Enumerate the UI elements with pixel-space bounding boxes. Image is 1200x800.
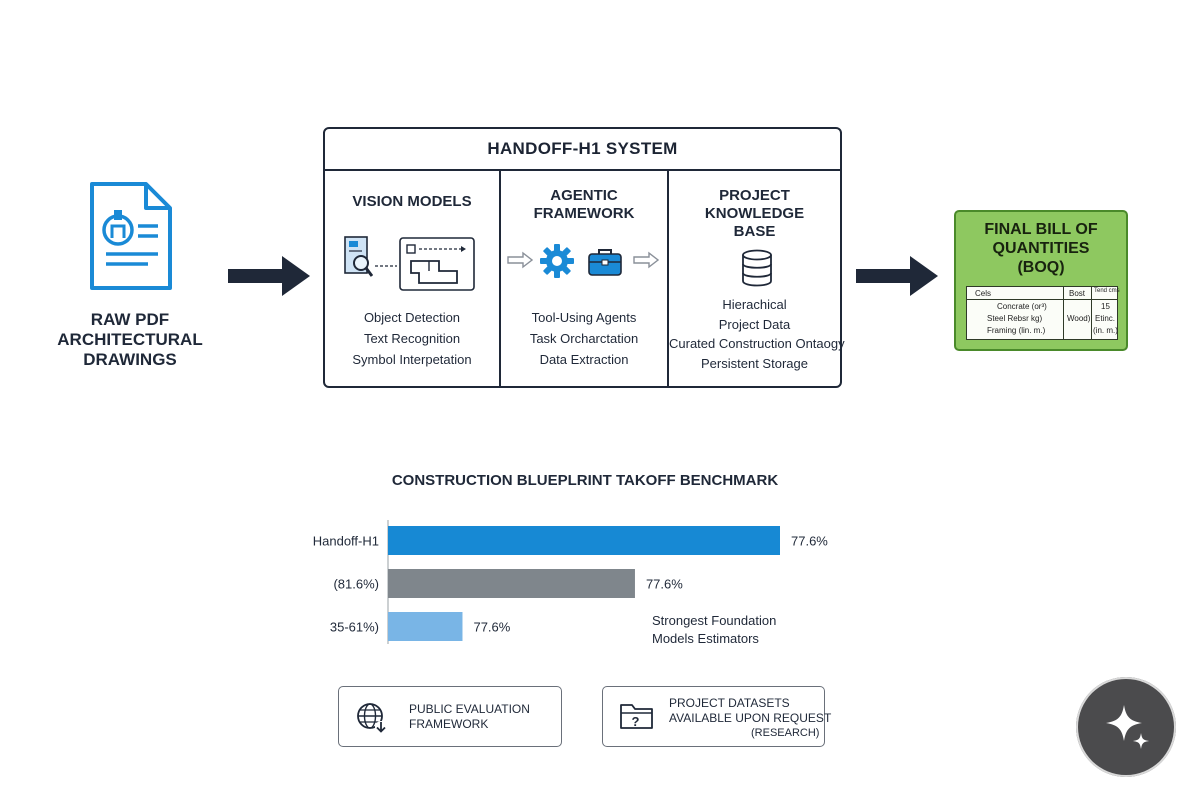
kb-heading: PROJECT KNOWLEDGE BASE: [669, 187, 840, 241]
magnifier-document-icon: [344, 236, 373, 277]
agent-heading-line: FRAMEWORK: [533, 205, 635, 222]
vision-item: Symbol Interpetation: [352, 352, 472, 367]
vision-item: Text Recognition: [363, 331, 461, 346]
system-diagram-box: HANDOFF-H1 SYSTEM VISION MODELS Object D…: [323, 127, 845, 388]
svg-text:?: ?: [632, 714, 640, 729]
input-label-line: DRAWINGS: [83, 350, 177, 369]
sparkle-icon: [1106, 705, 1149, 749]
kb-item: Hierachical: [722, 297, 787, 312]
boq-header: Cels: [975, 289, 992, 298]
chart-category-label: Handoff-H1: [313, 534, 379, 549]
arrow-hollow-right-icon: [633, 251, 659, 269]
chart-bar: [388, 612, 463, 641]
boq-header: Bost: [1069, 289, 1086, 298]
eval-label-line: PUBLIC EVALUATION: [409, 702, 530, 716]
boq-table: Cels Bost Tend cms Concrate (or³) Steel …: [966, 286, 1120, 340]
vision-models-panel: VISION MODELS Object Detection Text Reco…: [325, 171, 501, 386]
boq-output-box: FINAL BILL OF QUANTITIES (BOQ) Cels Bost…: [954, 210, 1128, 351]
vision-items: Object Detection Text Recognition Symbol…: [325, 307, 499, 370]
input-label-line: RAW PDF: [90, 310, 170, 329]
kb-heading-line: BASE: [733, 223, 776, 240]
chart-category-label: (81.6%): [333, 577, 379, 592]
input-label: RAW PDF ARCHITECTURAL DRAWINGS: [50, 310, 210, 370]
globe-download-icon: [357, 703, 387, 733]
floorplan-icon: [399, 237, 475, 291]
agent-heading: AGENTIC FRAMEWORK: [501, 187, 667, 223]
chart-title: CONSTRUCTION BLUEPLRINT TAKOFF BENCHMARK: [391, 472, 779, 489]
vision-heading: VISION MODELS: [325, 193, 499, 211]
agent-heading-line: AGENTIC: [550, 187, 618, 204]
chart-annotation-line: Models Estimators: [652, 631, 759, 646]
kb-item: Persistent Storage: [701, 355, 808, 371]
boq-title: FINAL BILL OF QUANTITIES (BOQ): [956, 220, 1126, 277]
kb-heading-line: PROJECT: [719, 187, 790, 204]
project-datasets-button[interactable]: ? PROJECT DATASETS AVAILABLE UPON REQUES…: [602, 686, 831, 747]
boq-row-label: Concrate (or³): [997, 302, 1047, 311]
agentic-framework-panel: AGENTIC FRAMEWORK: [501, 171, 669, 386]
chart-value-label: 77.6%: [473, 620, 510, 635]
datasets-label-line: AVAILABLE UPON REQUEST: [669, 711, 832, 725]
knowledge-base-panel: PROJECT KNOWLEDGE BASE Hierachical Proje…: [669, 171, 845, 386]
boq-header: Tend cms: [1094, 288, 1120, 294]
boq-title-line: FINAL BILL OF: [984, 221, 1098, 238]
arrow-right-icon: [856, 256, 938, 296]
boq-row-label: Steel Rebsr kg): [987, 314, 1043, 323]
boq-cell-value: (in. m.): [1093, 326, 1118, 335]
datasets-label-line: (RESEARCH): [751, 727, 820, 739]
datasets-label-line: PROJECT DATASETS: [669, 696, 790, 710]
agent-item: Task Orcharctation: [529, 331, 639, 346]
connector-dashed-icon: [375, 265, 397, 267]
chart-bar: [388, 526, 780, 555]
public-evaluation-button[interactable]: PUBLIC EVALUATION FRAMEWORK: [338, 686, 562, 747]
gear-icon: [540, 244, 574, 278]
boq-cell-value: Wood): [1067, 314, 1091, 323]
arrow-right-icon: [228, 256, 310, 296]
vision-heading-line: VISION MODELS: [352, 193, 472, 210]
boq-cell-value: Etinc.: [1095, 314, 1116, 323]
vision-item: Object Detection: [363, 310, 461, 325]
database-icon: [742, 249, 772, 287]
arrow-hollow-right-icon: [507, 251, 533, 269]
document-blueprint-icon: [90, 182, 172, 290]
chart-bar: [388, 569, 635, 598]
eval-button-label: PUBLIC EVALUATION FRAMEWORK: [409, 702, 530, 732]
chart-annotation-line: Strongest Foundation: [652, 613, 776, 628]
kb-item: Project Data: [718, 316, 791, 332]
toolbox-icon: [588, 249, 622, 276]
kb-items: Hierachical Project Data Curated Constru…: [669, 295, 845, 373]
kb-heading-line: KNOWLEDGE: [704, 205, 805, 222]
boq-row-label: Framing (lin. m.): [987, 326, 1046, 335]
boq-cell-value: 15: [1101, 302, 1110, 311]
input-label-line: ARCHITECTURAL: [57, 330, 203, 349]
datasets-button-label: PROJECT DATASETS AVAILABLE UPON REQUEST …: [669, 696, 831, 741]
chart-category-label: 35-61%): [330, 620, 379, 635]
agent-items: Tool-Using Agents Task Orcharctation Dat…: [501, 307, 667, 370]
kb-item: Curated Construction Ontaogy: [669, 336, 845, 351]
sparkle-assistant-button[interactable]: [1076, 677, 1176, 777]
agent-item: Data Extraction: [539, 352, 629, 367]
system-title: HANDOFF-H1 SYSTEM: [325, 129, 840, 171]
chart-value-label: 77.6%: [646, 577, 683, 592]
boq-title-line: (BOQ): [1017, 259, 1065, 276]
eval-label-line: FRAMEWORK: [409, 717, 489, 731]
boq-title-line: QUANTITIES: [992, 240, 1090, 257]
agent-item: Tool-Using Agents: [531, 310, 637, 325]
chart-value-label: 77.6%: [791, 534, 828, 549]
folder-question-icon: ?: [620, 704, 653, 729]
